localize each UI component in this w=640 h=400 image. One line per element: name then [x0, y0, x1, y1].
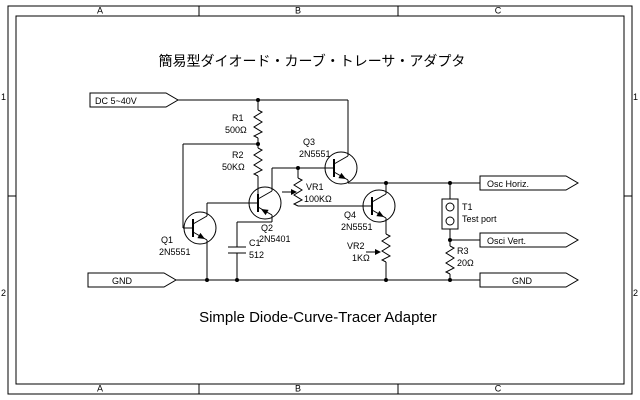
osc-horiz-label: Osc Horiz. — [487, 179, 529, 189]
q2-body — [248, 186, 282, 220]
t1-label: T1 — [462, 202, 473, 212]
r2-zigzag — [252, 147, 264, 177]
r3-value: 20Ω — [457, 258, 474, 268]
frame-col-label: C — [495, 6, 502, 16]
q4-label: Q4 — [344, 210, 356, 220]
gnd-right-flag-shape — [479, 272, 579, 288]
frame-col-label: C — [495, 384, 502, 394]
vr2-label: VR2 — [347, 241, 365, 251]
r3-zigzag — [444, 245, 456, 275]
potentiometer-vr1: VR1 100KΩ — [282, 177, 332, 207]
r1-zigzag — [252, 109, 264, 139]
port-osc-horiz: Osc Horiz. — [479, 175, 579, 191]
dc-flag-shape — [89, 92, 179, 108]
r3-label: R3 — [457, 246, 469, 256]
osci-vert-label: Osci Vert. — [487, 236, 526, 246]
q1-part: 2N5551 — [159, 247, 191, 257]
t1-description: Test port — [462, 214, 497, 224]
gnd-left-flag-shape — [87, 272, 177, 288]
t1-pin — [445, 202, 455, 212]
q3-label: Q3 — [303, 137, 315, 147]
vr2-value: 1KΩ — [352, 253, 370, 263]
resistor-r2: R2 50KΩ — [222, 147, 264, 177]
frame-col-label: A — [97, 6, 103, 16]
transistor-q4: Q4 2N5551 — [341, 189, 396, 232]
q4-body — [362, 189, 396, 223]
osc-horiz-flag-shape — [479, 175, 579, 191]
title-japanese: 簡易型ダイオード・カーブ・トレーサ・アダプタ — [159, 53, 466, 69]
q1-emitter-arrow — [197, 232, 205, 239]
junction-dots — [205, 98, 452, 282]
capacitor-c1: C1 512 — [228, 238, 264, 260]
wires — [176, 99, 480, 281]
frame-col-label: A — [97, 384, 103, 394]
outer-border — [7, 5, 633, 395]
frame-col-label: B — [295, 6, 301, 16]
junction-dot — [384, 278, 388, 282]
dc-port-label: DC 5~40V — [95, 96, 137, 106]
q3-part: 2N5551 — [299, 149, 331, 159]
junction-dot — [448, 238, 452, 242]
resistor-r3: R3 20Ω — [444, 245, 474, 275]
junction-dot — [256, 98, 260, 102]
junction-dot — [235, 278, 239, 282]
drawing-frame: A B C A B C 1 2 1 2 — [1, 5, 638, 395]
gnd-left-label: GND — [112, 276, 133, 286]
q3-emitter-arrow — [338, 172, 346, 179]
junction-dot — [384, 181, 388, 185]
gnd-right-label: GND — [512, 276, 533, 286]
port-osci-vert: Osci Vert. — [479, 232, 579, 248]
t1-body — [441, 198, 459, 230]
t1-pin — [445, 216, 455, 226]
test-port-t1: T1 Test port — [441, 198, 497, 230]
r1-value: 500Ω — [225, 125, 247, 135]
c1-value: 512 — [249, 250, 264, 260]
port-gnd-right: GND — [479, 272, 579, 288]
q2-label: Q2 — [261, 223, 273, 233]
frame-row-label: 1 — [1, 92, 6, 102]
frame-col-label: B — [295, 384, 301, 394]
transistor-q3: Q3 2N5551 — [299, 137, 358, 185]
r2-label: R2 — [232, 150, 244, 160]
q4-part: 2N5551 — [341, 222, 373, 232]
q1-label: Q1 — [161, 235, 173, 245]
junction-dot — [256, 142, 260, 146]
port-gnd-left: GND — [87, 272, 177, 288]
inner-border — [15, 15, 625, 385]
frame-row-label: 2 — [1, 288, 6, 298]
junction-dot — [205, 278, 209, 282]
q2-part: 2N5401 — [259, 234, 291, 244]
q1-collector — [192, 215, 208, 225]
vr1-value: 100KΩ — [304, 194, 332, 204]
transistor-q2: Q2 2N5401 — [248, 186, 291, 244]
vr1-label: VR1 — [306, 182, 324, 192]
junction-dot — [296, 166, 300, 170]
port-dc-input: DC 5~40V — [89, 92, 179, 108]
q3-collector — [333, 155, 349, 165]
junction-dot — [448, 181, 452, 185]
q3-body — [324, 151, 358, 185]
junction-dot — [448, 278, 452, 282]
frame-row-label: 1 — [633, 92, 638, 102]
vr1-wiper-arrow — [291, 189, 297, 195]
vr2-wiper-arrow — [375, 249, 381, 255]
transistor-q1: Q1 2N5551 — [159, 211, 217, 257]
q2-emitter-arrow — [261, 209, 269, 216]
c1-label: C1 — [249, 238, 261, 248]
r2-value: 50KΩ — [222, 162, 245, 172]
vr2-zigzag — [380, 233, 392, 263]
q1-body — [183, 211, 217, 245]
q4-collector — [371, 193, 387, 203]
r1-label: R1 — [232, 113, 244, 123]
vr1-zigzag — [292, 177, 304, 207]
title-english: Simple Diode-Curve-Tracer Adapter — [199, 309, 437, 326]
osci-vert-flag-shape — [479, 232, 579, 248]
q4-emitter-arrow — [376, 210, 384, 217]
q2-collector — [257, 190, 273, 200]
frame-row-label: 2 — [633, 288, 638, 298]
potentiometer-vr2: VR2 1KΩ — [347, 233, 392, 263]
resistor-r1: R1 500Ω — [225, 109, 264, 139]
